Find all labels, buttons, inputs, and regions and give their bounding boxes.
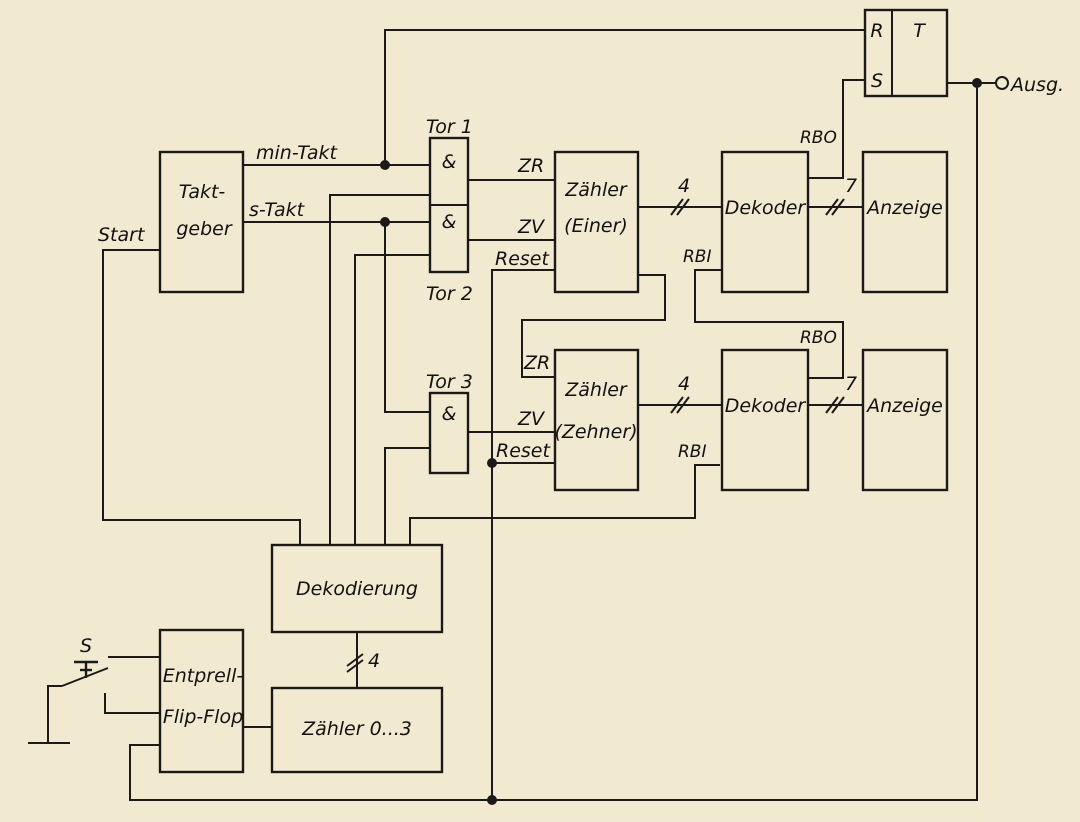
dekoder-einer-block xyxy=(720,150,810,294)
junction-output xyxy=(972,78,982,88)
wire-reset-bus xyxy=(491,269,555,800)
bus7-zehner-label: 7 xyxy=(845,373,857,395)
dekodierung-label: Dekodierung xyxy=(296,578,418,600)
wire-rbo-einer xyxy=(808,79,865,179)
output-terminal-icon xyxy=(995,76,1009,90)
reset-einer-label: Reset xyxy=(495,248,550,270)
zaehler-03-block xyxy=(270,686,444,774)
wire-start xyxy=(102,249,301,545)
wires xyxy=(28,29,996,801)
zr-einer-label: ZR xyxy=(517,155,544,177)
anzeige-zehner-label: Anzeige xyxy=(865,395,943,417)
wire-s-takt-tor3 xyxy=(384,222,430,413)
wire-feedback xyxy=(129,83,978,801)
bus4-einer-label: 4 xyxy=(678,175,690,197)
tor2-label: Tor 2 xyxy=(426,283,473,305)
zaehler-einer-label-2: (Einer) xyxy=(564,215,628,237)
junction-s-takt xyxy=(380,217,390,227)
s-takt-label: s-Takt xyxy=(249,199,306,221)
labels: Takt- geber min-Takt s-Takt Start Tor 1 … xyxy=(80,20,1064,740)
taktgeber-label-1: Takt- xyxy=(179,181,226,203)
dekoder-zehner-label: Dekoder xyxy=(725,395,807,417)
zaehler-einer-block xyxy=(553,150,640,294)
bus-slash xyxy=(825,396,839,414)
entprell-label-2: Flip-Flop xyxy=(163,706,243,728)
tor1-label: Tor 1 xyxy=(426,116,473,138)
wire-dec-tor2 xyxy=(354,254,430,545)
wire-rbi-chain xyxy=(694,269,844,379)
bus-markers xyxy=(346,198,845,673)
rbo-zehner-label: RBO xyxy=(800,328,837,348)
bus-slash xyxy=(670,198,684,216)
zaehler-einer-label-1: Zähler xyxy=(564,179,628,201)
bus-slash xyxy=(825,198,839,216)
rbi-zehner-label: RBI xyxy=(678,442,707,462)
zv-einer-label: ZV xyxy=(517,216,546,238)
zaehler-03-label: Zähler 0...3 xyxy=(301,718,412,740)
anzeige-einer-block xyxy=(861,150,949,294)
rs-s-label: S xyxy=(871,70,883,92)
zv-zehner-label: ZV xyxy=(517,408,546,430)
bus4-dec-label: 4 xyxy=(368,650,380,672)
taktgeber-label-2: geber xyxy=(176,218,233,240)
switch-label: S xyxy=(80,635,92,657)
entprell-block xyxy=(158,628,245,774)
rs-r-label: R xyxy=(870,20,883,42)
bus-slash xyxy=(676,396,690,414)
rbo-einer-label: RBO xyxy=(800,128,837,148)
tor1-and-symbol: & xyxy=(442,151,457,173)
wire-dec-tor1 xyxy=(329,194,430,545)
dekodierung-block xyxy=(270,543,444,634)
rbi-einer-label: RBI xyxy=(683,247,712,267)
output-label: Ausg. xyxy=(1009,74,1064,96)
junction-min-takt xyxy=(380,160,390,170)
bus-slash xyxy=(670,396,684,414)
zaehler-zehner-block xyxy=(553,348,640,492)
zr-zehner-label: ZR xyxy=(523,352,550,374)
reset-zehner-label: Reset xyxy=(496,440,551,462)
bus7-einer-label: 7 xyxy=(845,175,857,197)
bus-slash xyxy=(346,659,364,673)
tor3-label: Tor 3 xyxy=(426,371,473,393)
bus-slash xyxy=(676,198,690,216)
push-button-icon xyxy=(74,660,98,678)
taktgeber-block xyxy=(158,150,245,294)
junction-reset xyxy=(487,458,497,468)
junctions xyxy=(380,76,1009,805)
rs-t-label: T xyxy=(913,20,926,42)
entprell-label-1: Entprell- xyxy=(163,665,244,687)
wire-switch-bottom xyxy=(104,693,160,714)
bus-slash xyxy=(831,396,845,414)
wire-rbi-zehner xyxy=(409,464,720,545)
tor2-and-symbol: & xyxy=(442,211,457,233)
tor3-gate-block xyxy=(428,391,470,475)
wire-switch-ground xyxy=(47,685,62,743)
start-label: Start xyxy=(98,224,146,246)
anzeige-einer-label: Anzeige xyxy=(865,197,943,219)
zaehler-zehner-label-2: (Zehner) xyxy=(554,421,637,443)
bus4-zehner-label: 4 xyxy=(678,373,690,395)
tor3-and-symbol: & xyxy=(442,403,457,425)
rs-flipflop-block xyxy=(863,8,949,98)
junction-bottom xyxy=(487,795,497,805)
dekoder-zehner-block xyxy=(720,348,810,492)
wire-carry xyxy=(521,274,666,378)
bus-slash xyxy=(831,198,845,216)
zaehler-zehner-label-1: Zähler xyxy=(564,379,628,401)
wire-dec-tor3 xyxy=(384,447,430,545)
anzeige-zehner-block xyxy=(861,348,949,492)
dekoder-einer-label: Dekoder xyxy=(725,197,807,219)
min-takt-label: min-Takt xyxy=(256,142,339,164)
bus-slash xyxy=(346,653,364,667)
wire-r-line xyxy=(384,29,865,165)
